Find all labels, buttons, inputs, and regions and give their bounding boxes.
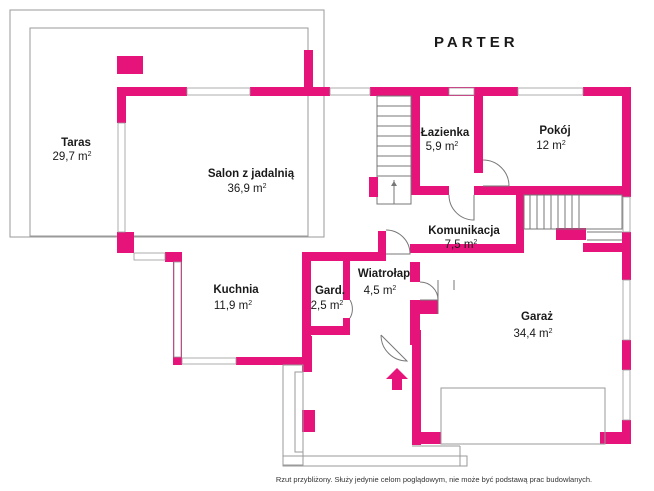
room-name: Pokój	[539, 125, 570, 137]
terrace-chimney-block	[117, 56, 143, 74]
windows	[117, 87, 631, 421]
doors	[349, 159, 510, 362]
room-pokoj: Pokój 12 m2	[536, 125, 570, 152]
room-area: 7,5 m	[445, 239, 474, 251]
room-gard: Gard. 2,5 m2	[311, 285, 345, 312]
room-name: Taras	[61, 137, 91, 149]
room-kuchnia: Kuchnia 11,9 m2	[213, 284, 259, 312]
entrance-area-outline	[282, 364, 606, 467]
room-area: 36,9 m	[227, 183, 262, 195]
svg-text:5,9 m2: 5,9 m2	[426, 141, 459, 153]
plan-title: PARTER	[434, 34, 519, 51]
room-salon: Salon z jadalnią 36,9 m2	[208, 168, 295, 195]
room-area: 11,9 m	[214, 300, 248, 312]
entrance-arrow-icon	[386, 368, 408, 390]
terrace-outline	[9, 9, 325, 238]
svg-text:29,7 m2: 29,7 m2	[52, 151, 91, 163]
svg-text:12 m2: 12 m2	[536, 140, 566, 152]
room-name: Garaż	[521, 311, 553, 323]
room-area: 29,7 m	[52, 151, 87, 163]
room-name: Łazienka	[421, 127, 470, 139]
room-taras: Taras 29,7 m2	[52, 137, 91, 163]
room-komunikacja: Komunikacja 7,5 m2	[428, 225, 500, 251]
room-name: Komunikacja	[428, 225, 500, 237]
walls	[117, 50, 631, 445]
room-area: 2,5 m	[311, 300, 340, 312]
svg-text:36,9 m2: 36,9 m2	[227, 183, 266, 195]
room-area: 34,4 m	[513, 328, 548, 340]
room-lazienka: Łazienka 5,9 m2	[421, 127, 470, 153]
svg-text:11,9 m2: 11,9 m2	[214, 300, 252, 312]
svg-text:34,4 m2: 34,4 m2	[513, 328, 552, 340]
svg-text:2,5 m2: 2,5 m2	[311, 300, 344, 312]
room-wiatrolap: Wiatrołap 4,5 m2	[358, 268, 410, 297]
room-area: 12 m	[536, 140, 562, 152]
room-name: Kuchnia	[213, 284, 259, 296]
stairs-salon	[369, 95, 412, 205]
disclaimer-note: Rzut przybliżony. Służy jedynie celom po…	[276, 475, 592, 484]
svg-text:7,5 m2: 7,5 m2	[445, 239, 478, 251]
svg-text:4,5 m2: 4,5 m2	[364, 285, 397, 297]
room-area: 5,9 m	[426, 141, 455, 153]
room-area: 4,5 m	[364, 285, 393, 297]
room-garaz: Garaż 34,4 m2	[513, 311, 553, 340]
room-name: Wiatrołap	[358, 268, 410, 280]
room-name: Salon z jadalnią	[208, 168, 295, 180]
room-name: Gard.	[315, 285, 345, 297]
stairs-garage	[523, 194, 623, 241]
